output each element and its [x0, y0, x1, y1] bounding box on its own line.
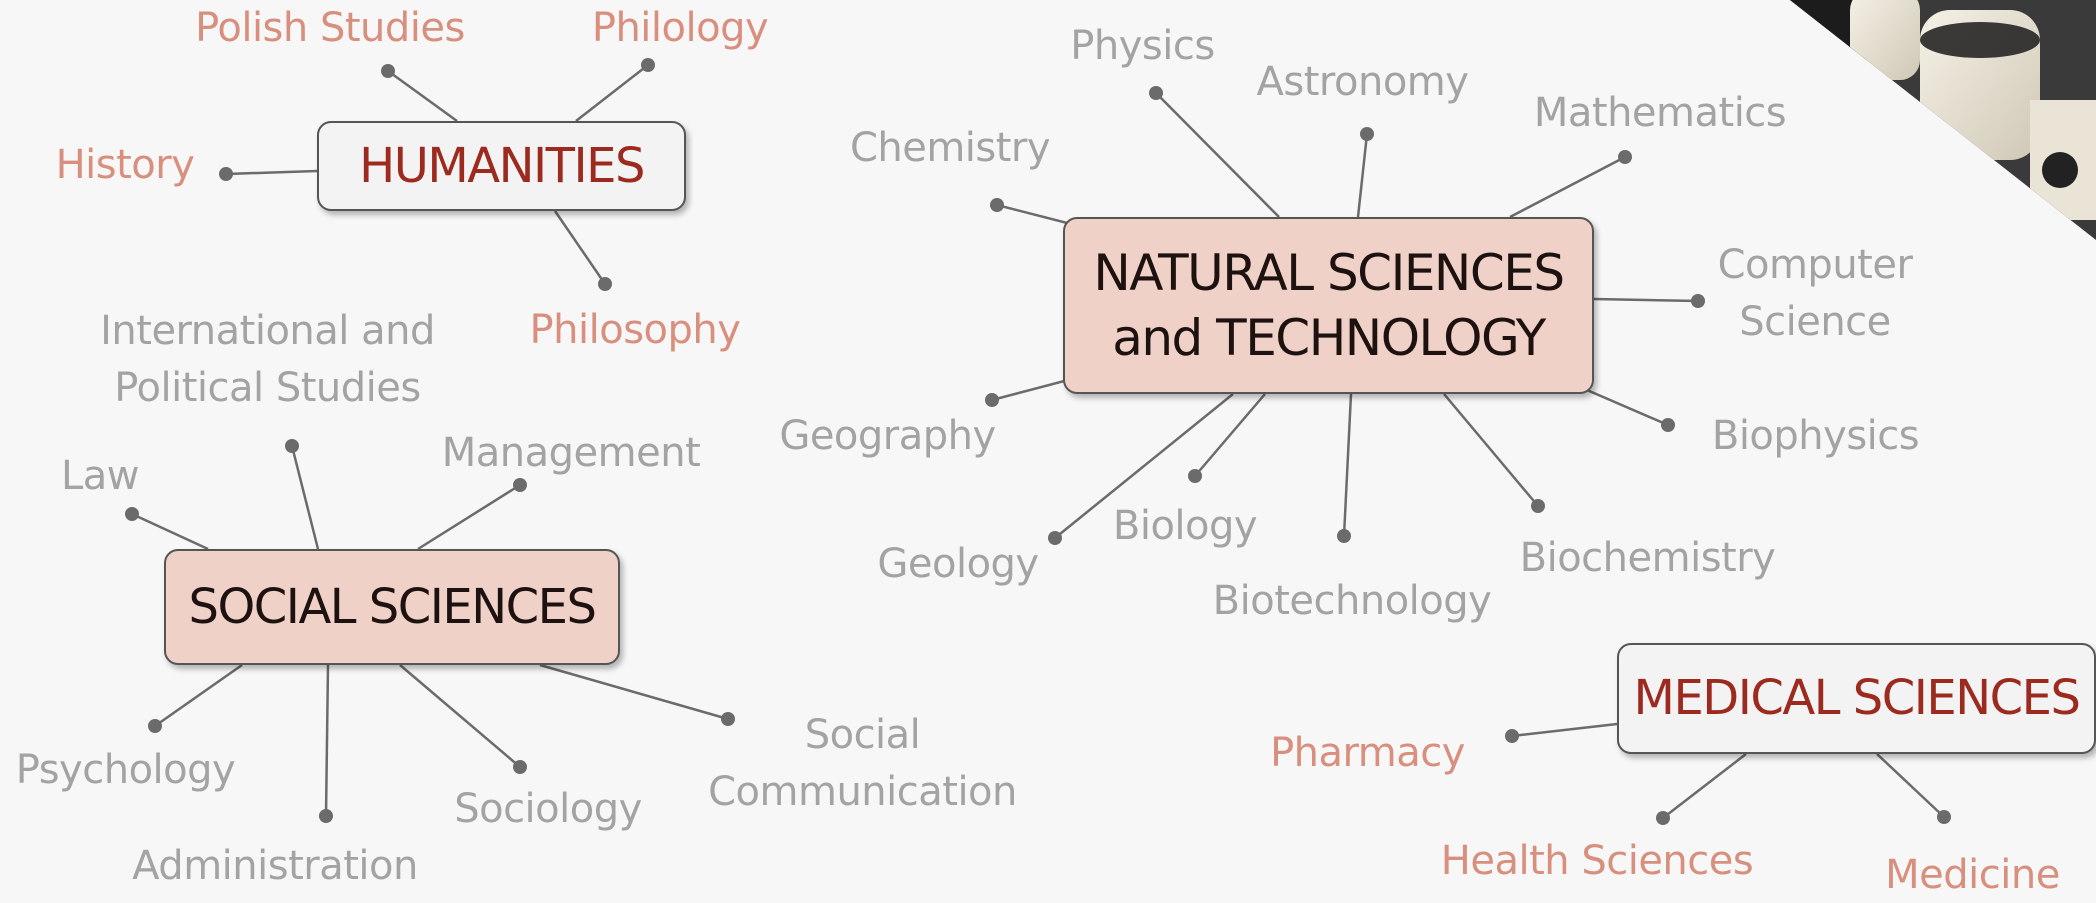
- hub-label-natural-sciences: NATURAL SCIENCES and TECHNOLOGY: [1093, 243, 1565, 367]
- connector-dot-health-sciences: [1656, 811, 1670, 825]
- connector-dot-chemistry: [990, 198, 1004, 212]
- leaf-physics: Physics: [1070, 23, 1215, 69]
- leaf-social-communication: Social Communication: [708, 712, 1017, 815]
- hub-social-sciences: SOCIAL SCIENCES: [164, 549, 620, 665]
- hub-label-humanities: HUMANITIES: [359, 137, 645, 194]
- leaf-astronomy: Astronomy: [1256, 59, 1469, 105]
- connector-law: [131, 512, 209, 551]
- connector-dot-computer-science: [1691, 294, 1705, 308]
- connector-biophysics: [1579, 385, 1669, 427]
- leaf-pharmacy: Pharmacy: [1270, 730, 1465, 776]
- leaf-chemistry: Chemistry: [849, 125, 1051, 171]
- microscope-photo: [1790, 0, 2096, 240]
- leaf-international-political: International and Political Studies: [100, 308, 435, 411]
- connector-astronomy: [1356, 133, 1369, 218]
- connector-dot-biochemistry: [1531, 499, 1545, 513]
- hub-humanities: HUMANITIES: [317, 121, 686, 211]
- connector-dot-sociology: [513, 760, 527, 774]
- leaf-philosophy: Philosophy: [529, 307, 741, 353]
- connector-dot-pharmacy: [1505, 729, 1519, 743]
- connector-dot-international-political: [285, 439, 299, 453]
- connector-management: [417, 483, 521, 551]
- hub-medical-sciences: MEDICAL SCIENCES: [1617, 643, 2096, 754]
- leaf-health-sciences: Health Sciences: [1440, 838, 1754, 884]
- connector-dot-geography: [985, 393, 999, 407]
- connector-psychology: [154, 663, 243, 728]
- leaf-history: History: [55, 142, 195, 188]
- connector-health-sciences: [1662, 753, 1747, 819]
- connector-dot-polish-studies: [381, 64, 395, 78]
- leaf-administration: Administration: [132, 843, 418, 889]
- leaf-computer-science: Computer Science: [1717, 242, 1913, 345]
- connector-philosophy: [553, 210, 607, 285]
- leaf-law: Law: [60, 453, 140, 499]
- leaf-polish-studies: Polish Studies: [195, 5, 465, 51]
- hub-natural-sciences: NATURAL SCIENCES and TECHNOLOGY: [1063, 217, 1594, 394]
- connector-dot-biotechnology: [1337, 529, 1351, 543]
- connector-mathematics: [1509, 155, 1626, 219]
- leaf-geography: Geography: [779, 413, 996, 459]
- connector-dot-administration: [319, 809, 333, 823]
- connector-dot-law: [125, 507, 139, 521]
- leaf-management: Management: [441, 430, 701, 476]
- leaf-biochemistry: Biochemistry: [1519, 535, 1776, 581]
- connector-chemistry: [996, 203, 1076, 227]
- leaf-philology: Philology: [591, 5, 769, 51]
- leaf-sociology: Sociology: [454, 786, 642, 832]
- leaf-mathematics: Mathematics: [1533, 90, 1787, 136]
- connector-history: [225, 169, 318, 176]
- leaf-biotechnology: Biotechnology: [1212, 578, 1492, 624]
- connector-biochemistry: [1443, 393, 1539, 507]
- connector-biotechnology: [1342, 393, 1353, 537]
- leaf-psychology: Psychology: [15, 747, 236, 793]
- connector-geology: [1054, 393, 1234, 539]
- connector-dot-biophysics: [1661, 418, 1675, 432]
- connector-dot-philology: [641, 58, 655, 72]
- connector-medicine: [1876, 753, 1945, 818]
- connector-geography: [991, 378, 1069, 402]
- connector-biology: [1194, 393, 1266, 477]
- connector-pharmacy: [1511, 722, 1618, 738]
- connector-dot-history: [219, 167, 233, 181]
- connector-social-communication: [539, 663, 729, 721]
- connector-sociology: [399, 664, 521, 768]
- connector-dot-mathematics: [1618, 150, 1632, 164]
- connector-international-political: [290, 445, 320, 550]
- connector-polish-studies: [387, 69, 458, 123]
- connector-administration: [324, 664, 330, 817]
- hub-label-medical-sciences: MEDICAL SCIENCES: [1633, 670, 2081, 727]
- connector-physics: [1155, 92, 1280, 218]
- connector-dot-philosophy: [598, 277, 612, 291]
- connector-dot-management: [513, 478, 527, 492]
- connector-dot-geology: [1048, 531, 1062, 545]
- leaf-biology: Biology: [1112, 503, 1258, 549]
- connector-philology: [575, 64, 649, 122]
- connector-dot-physics: [1149, 86, 1163, 100]
- connector-dot-medicine: [1937, 810, 1951, 824]
- leaf-geology: Geology: [877, 541, 1039, 587]
- connector-dot-psychology: [148, 719, 162, 733]
- leaf-biophysics: Biophysics: [1711, 413, 1920, 459]
- connector-dot-biology: [1188, 469, 1202, 483]
- hub-label-social-sciences: SOCIAL SCIENCES: [188, 578, 597, 635]
- leaf-medicine: Medicine: [1885, 852, 2060, 898]
- connector-dot-social-communication: [721, 712, 735, 726]
- connector-dot-astronomy: [1360, 127, 1374, 141]
- connector-computer-science: [1593, 297, 1699, 303]
